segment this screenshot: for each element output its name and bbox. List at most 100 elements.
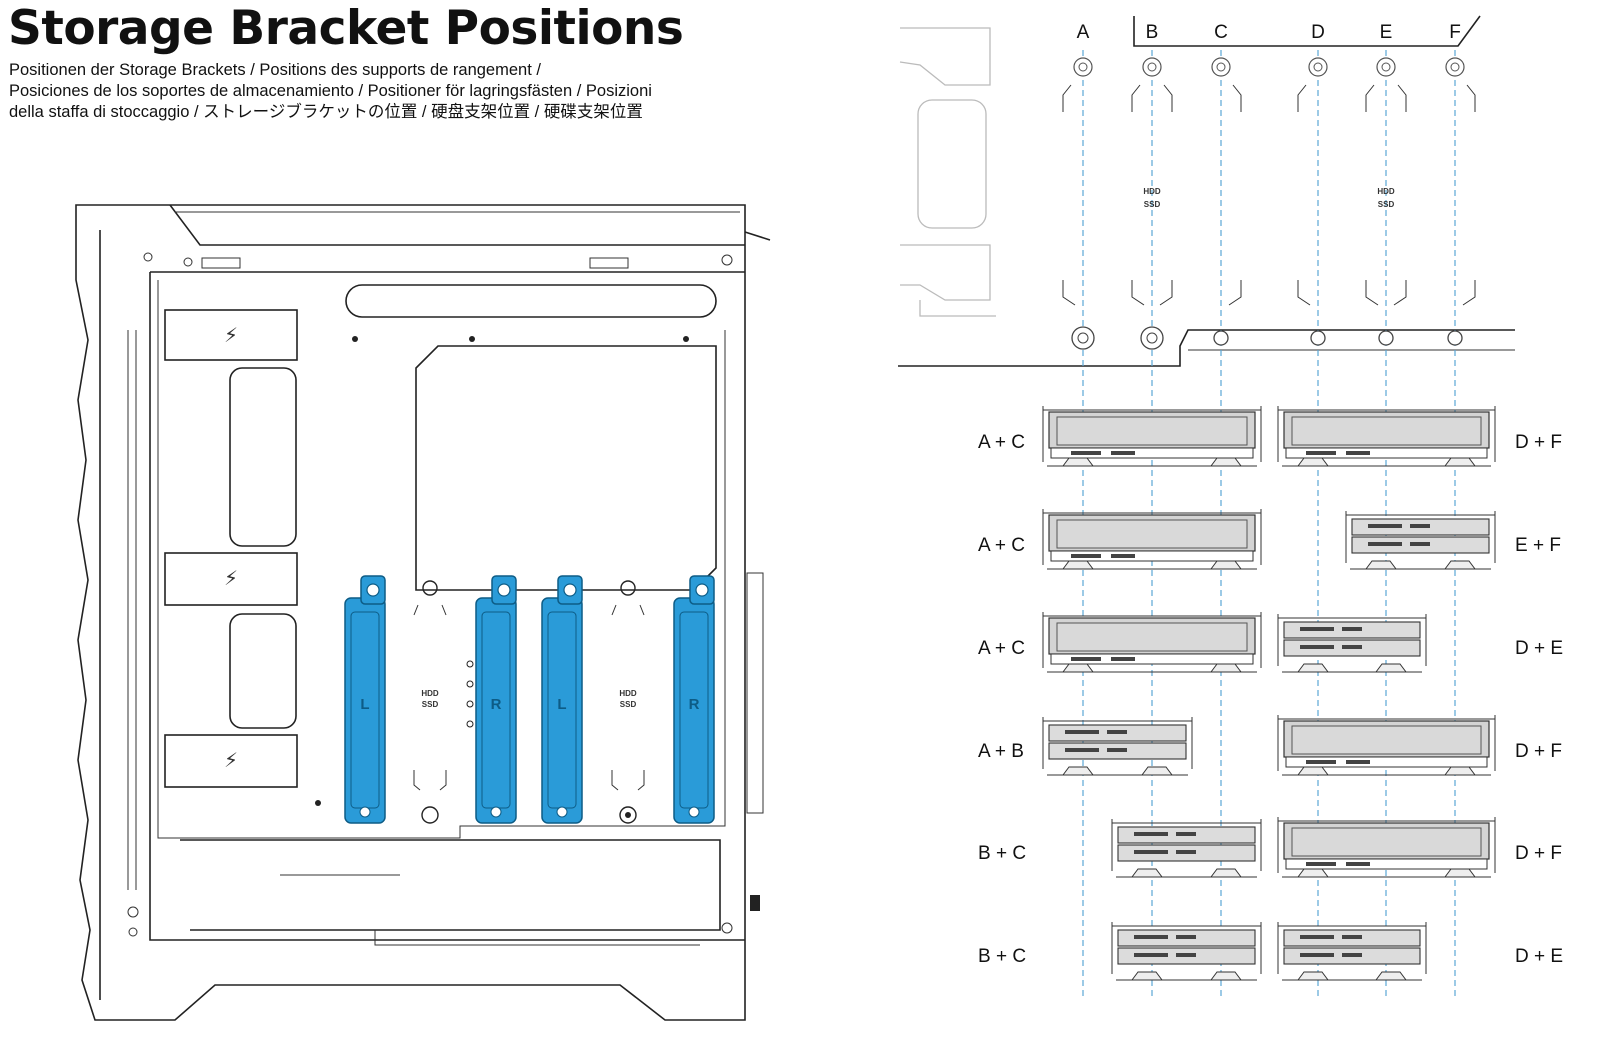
config-right-drive (1277, 406, 1496, 467)
drive-foot (1297, 663, 1329, 673)
config-left-label: A + C (978, 535, 1025, 556)
config-left-drive (1042, 717, 1193, 776)
drive-foot (1131, 971, 1163, 981)
ssd-connector (1300, 953, 1334, 957)
drive-bracket-frame (1277, 614, 1427, 666)
hdd-label-right-2: SSD (1378, 200, 1395, 209)
ssd-connector (1300, 627, 1334, 631)
column-bottom-screw-icon (1447, 330, 1463, 346)
hdd-connector (1306, 862, 1336, 866)
ssd-connector (1342, 935, 1362, 939)
bay-top-screw (620, 580, 636, 596)
drive-foot (1297, 766, 1329, 776)
column-top-screw-icon (1308, 57, 1328, 77)
column-top-screw-inner (1450, 62, 1460, 72)
drive-foot (1062, 766, 1094, 776)
config-left-label: A + C (978, 638, 1025, 659)
bracket-clip (1393, 84, 1407, 306)
drive-foot (1210, 560, 1242, 570)
bracket-hole (490, 806, 502, 818)
drive-foot (1062, 663, 1094, 673)
case-hole (466, 660, 474, 668)
drive-foot (1141, 766, 1173, 776)
case-side-view: ⚡ ⚡ ⚡ (75, 204, 771, 1021)
position-diagram (898, 15, 1515, 367)
hdd-connector (1111, 451, 1135, 455)
ssd-connector (1107, 730, 1127, 734)
config-right-label: E + F (1515, 535, 1561, 556)
config-right-label: D + E (1515, 638, 1563, 659)
ssd-connector (1368, 524, 1402, 528)
ssd-connector (1300, 935, 1334, 939)
column-top-screw-icon (1445, 57, 1465, 77)
drive-bracket-frame (1042, 509, 1262, 565)
bracket-hole (359, 806, 371, 818)
bracket-label-right: R (491, 696, 502, 713)
ssd-connector (1342, 953, 1362, 957)
hdd-top (1056, 622, 1248, 652)
config-right-drive (1277, 715, 1496, 776)
ssd-connector (1107, 748, 1127, 752)
drive-foot (1375, 971, 1407, 981)
bracket-clip (1462, 84, 1476, 306)
config-left-drive (1042, 612, 1262, 673)
column-top-screw-icon (1073, 57, 1093, 77)
bracket-clip (1062, 84, 1076, 306)
config-left-drive (1042, 509, 1262, 570)
svg-text:⚡: ⚡ (224, 323, 238, 347)
bracket-screw-icon (366, 583, 380, 597)
bay-top-screw (422, 580, 438, 596)
drive-bracket-frame (1111, 922, 1262, 974)
hdd-connector-strip (1285, 447, 1488, 459)
config-right-drive (1277, 614, 1427, 673)
ssd-connector (1300, 645, 1334, 649)
config-right-label: D + F (1515, 741, 1562, 762)
ssd-connector (1368, 542, 1402, 546)
svg-text:⚡: ⚡ (224, 748, 238, 772)
hdd-connector-strip (1050, 447, 1254, 459)
config-row-2: A + C E + F (978, 509, 1561, 570)
bay-label-ssd: SSD (422, 700, 439, 709)
drive-foot (1297, 868, 1329, 878)
hdd-connector (1306, 451, 1336, 455)
bracket-hole (688, 806, 700, 818)
column-label: A (1077, 22, 1090, 43)
bracket-screw-icon (695, 583, 709, 597)
hdd-connector (1346, 862, 1370, 866)
bay-bottom-screw (421, 806, 439, 824)
drive-foot (1444, 457, 1476, 467)
bracket-clip (1228, 84, 1242, 306)
config-left-label: B + C (978, 843, 1026, 864)
column-label: F (1449, 22, 1461, 43)
config-right-label: D + E (1515, 946, 1563, 967)
config-row-3: A + C D + E (978, 612, 1563, 673)
drive-bracket-frame (1111, 819, 1262, 871)
ssd-connector (1065, 730, 1099, 734)
column-bottom-screw-inner (1146, 332, 1158, 344)
drive-bracket-frame (1042, 612, 1262, 668)
bracket-4: R (673, 575, 715, 824)
column-top-screw-icon (1142, 57, 1162, 77)
drive-foot (1210, 457, 1242, 467)
ssd-connector (1176, 953, 1196, 957)
bay-label-ssd: SSD (620, 700, 637, 709)
config-right-label: D + F (1515, 843, 1562, 864)
config-left-label: A + C (978, 432, 1025, 453)
case-hole (466, 720, 474, 728)
ssd-connector (1134, 832, 1168, 836)
drive-bracket-frame (1277, 406, 1496, 462)
ssd-connector (1176, 850, 1196, 854)
drive-foot (1444, 766, 1476, 776)
drive-bracket-frame (1345, 511, 1496, 563)
config-row-5: B + C D + F (978, 817, 1562, 878)
column-top-screw-inner (1147, 62, 1157, 72)
column-bottom-screw-inner (1077, 332, 1089, 344)
column-bottom-screw-icon (1140, 326, 1164, 350)
column-bottom-screw-icon (1378, 330, 1394, 346)
column-bottom-screw-icon (1310, 330, 1326, 346)
